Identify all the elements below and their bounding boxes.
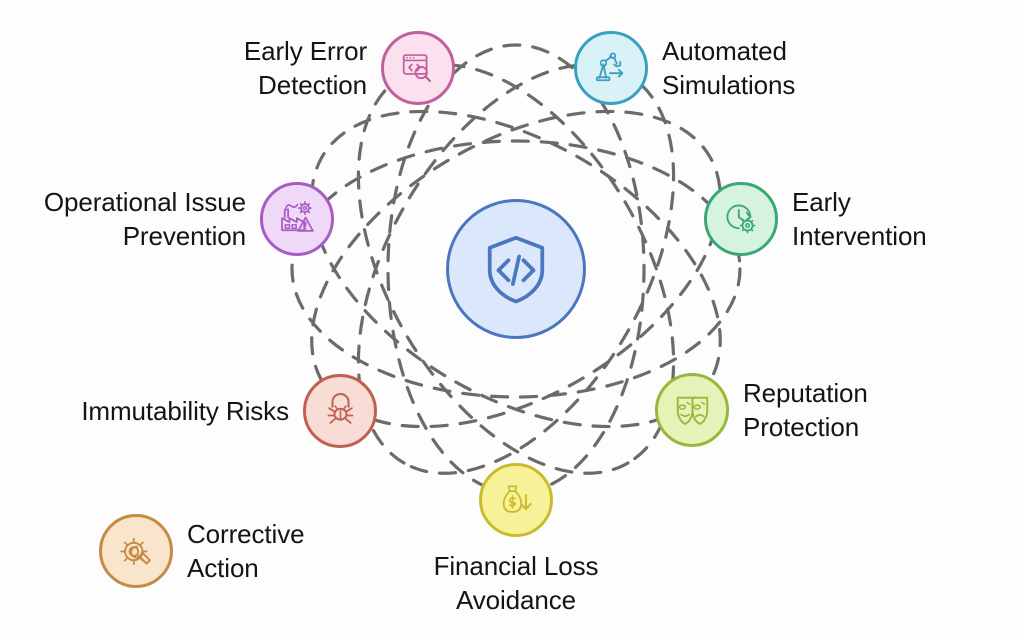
node-badge-corrective-action[interactable]	[99, 514, 173, 588]
node-financial-loss-avoidance[interactable]: Financial Loss Avoidance	[359, 463, 673, 618]
node-badge-reputation-protection[interactable]	[655, 373, 729, 447]
node-label-immutability-risks: Immutability Risks	[81, 395, 289, 426]
theater-masks-icon	[676, 396, 708, 425]
node-badge-early-intervention[interactable]	[704, 182, 778, 256]
node-operational-issue-prevention[interactable]: Operational Issue Prevention	[10, 182, 334, 256]
money-bag-down-arrow-icon	[502, 485, 532, 513]
node-reputation-protection[interactable]: Reputation Protection	[655, 373, 868, 447]
node-corrective-action[interactable]: Corrective Action	[99, 514, 305, 588]
lock-bug-icon	[327, 392, 353, 424]
node-label-early-error-detection: Early Error Detection	[243, 35, 367, 100]
node-badge-immutability-risks[interactable]	[303, 374, 377, 448]
center-node-shield-code-icon	[446, 199, 586, 339]
node-badge-early-error-detection[interactable]	[381, 31, 455, 105]
node-badge-operational-issue-prevention[interactable]	[260, 182, 334, 256]
code-window-search-icon	[402, 53, 431, 82]
node-label-financial-loss-avoidance: Financial Loss Avoidance	[433, 551, 599, 616]
node-early-error-detection[interactable]: Early Error Detection	[228, 31, 455, 105]
node-badge-financial-loss-avoidance[interactable]	[479, 463, 553, 537]
node-label-automated-simulations: Automated Simulations	[662, 35, 796, 100]
node-label-corrective-action: Corrective Action	[187, 518, 305, 583]
node-label-operational-issue-prevention: Operational Issue Prevention	[43, 186, 246, 251]
clock-gear-icon	[725, 203, 755, 233]
node-automated-simulations[interactable]: Automated Simulations	[574, 31, 795, 105]
robot-arm-arrow-icon	[595, 51, 623, 81]
orbit-ellipse	[290, 139, 742, 399]
gear-wrench-icon	[119, 537, 151, 565]
node-label-early-intervention: Early Intervention	[792, 186, 927, 251]
factory-gear-warning-icon	[280, 200, 314, 232]
node-label-reputation-protection: Reputation Protection	[743, 377, 868, 442]
node-early-intervention[interactable]: Early Intervention	[704, 182, 927, 256]
shield-code-icon	[487, 235, 545, 304]
node-immutability-risks[interactable]: Immutability Risks	[47, 374, 377, 448]
node-badge-automated-simulations[interactable]	[574, 31, 648, 105]
